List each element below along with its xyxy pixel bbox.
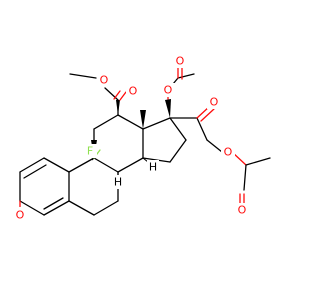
ring-c-bonds [93,114,144,173]
fluorine-label: F [87,145,93,158]
ketone-oxygen-label: O [16,209,25,222]
ester-carbonyl-oxygen-label: O [129,85,138,98]
acetate-carbonyl-oxygen-label: O [176,55,185,68]
c17-side-chain-bonds [165,65,271,206]
hydrogen-label-c8: H [114,176,122,189]
ring-d-bonds [142,117,187,163]
atom-labels: O F H H O O O O O O O [13,54,249,222]
glycolate-ether-oxygen-label: O [224,146,233,159]
acetate-ether-oxygen-label: O [164,84,173,97]
ring-b-bonds [68,157,119,216]
molecule-structure-diagram: O F H H O O O O O O O [13,54,271,222]
ketone-side-chain-oxygen-label: O [210,96,219,109]
methyl-ester-bonds [69,73,127,116]
hydrogen-label-c14: H [149,161,157,174]
ester-ether-oxygen-label: O [100,74,109,87]
glycolate-carbonyl-oxygen-label: O [238,204,247,217]
ring-a-bonds [19,157,70,216]
